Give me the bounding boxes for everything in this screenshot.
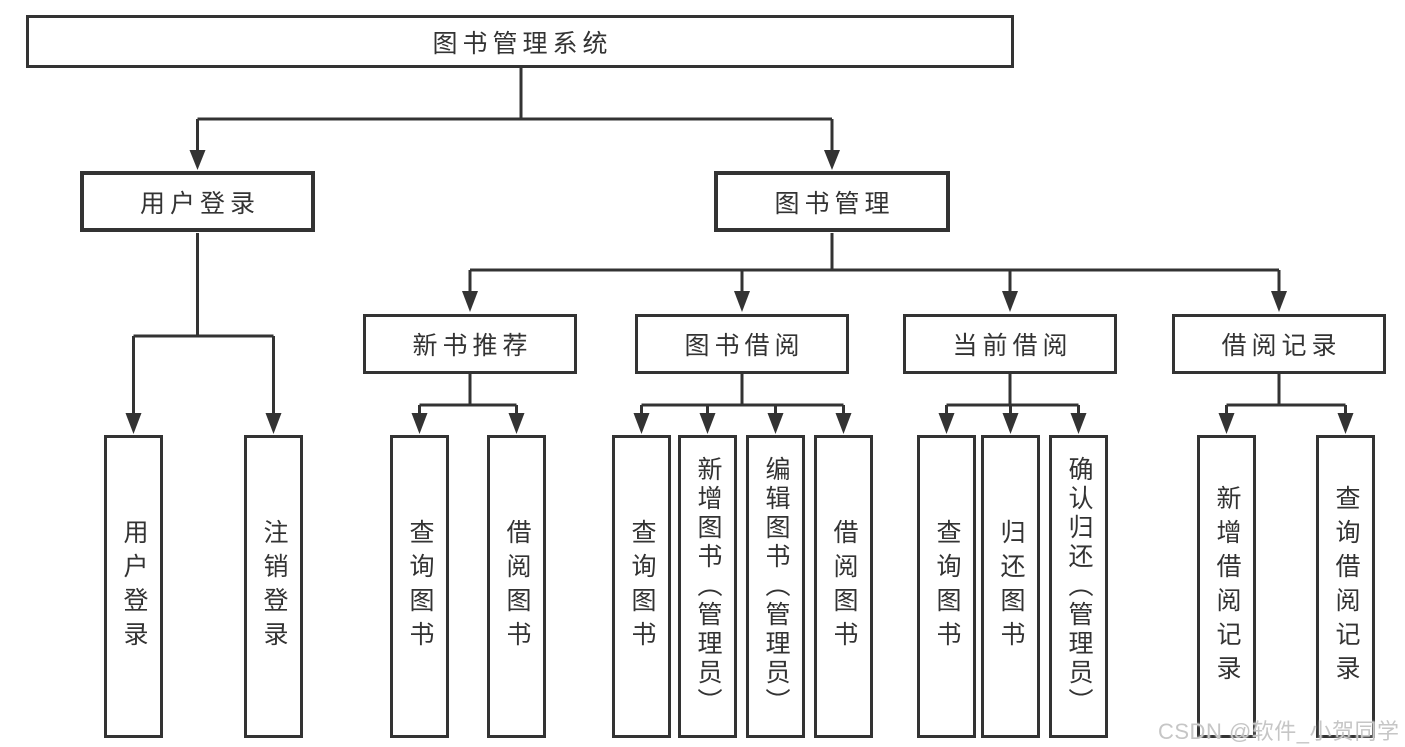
leaf-current-confirm-label: 确认归还（管理员）	[1065, 456, 1093, 717]
leaf-logout-label: 注销登录	[260, 518, 288, 655]
leaf-borrowing-add-label: 新增图书（管理员）	[694, 456, 722, 717]
leaf-borrowing-borrow-label: 借阅图书	[830, 518, 858, 655]
leaf-current-confirm: 确认归还（管理员）	[1049, 435, 1108, 738]
leaf-current-return-label: 归还图书	[997, 518, 1025, 655]
leaf-current-query: 查询图书	[917, 435, 976, 738]
leaf-logout: 注销登录	[244, 435, 303, 738]
leaf-records-query: 查询借阅记录	[1316, 435, 1375, 738]
node-current-borrowing: 当前借阅	[903, 314, 1117, 374]
leaf-newbooks-borrow: 借阅图书	[487, 435, 546, 738]
leaf-newbooks-query: 查询图书	[390, 435, 449, 738]
arrowhead-icons	[125, 150, 1354, 434]
leaf-newbooks-query-label: 查询图书	[406, 518, 434, 655]
leaf-borrowing-query-label: 查询图书	[628, 518, 656, 655]
node-borrow-records: 借阅记录	[1172, 314, 1386, 374]
leaf-current-return: 归还图书	[981, 435, 1040, 738]
csdn-watermark: CSDN @软件_小贺同学	[1158, 719, 1400, 744]
leaf-borrowing-edit-label: 编辑图书（管理员）	[762, 456, 790, 717]
node-user-login: 用户登录	[80, 171, 315, 232]
leaf-records-add-label: 新增借阅记录	[1213, 484, 1241, 689]
leaf-user-login: 用户登录	[104, 435, 163, 738]
leaf-borrowing-add: 新增图书（管理员）	[678, 435, 737, 738]
leaf-borrowing-query: 查询图书	[612, 435, 671, 738]
leaf-user-login-label: 用户登录	[120, 518, 148, 655]
leaf-records-add: 新增借阅记录	[1197, 435, 1256, 738]
leaf-current-query-label: 查询图书	[933, 518, 961, 655]
leaf-borrowing-edit: 编辑图书（管理员）	[746, 435, 805, 738]
node-system-root: 图书管理系统	[26, 15, 1014, 68]
leaf-newbooks-borrow-label: 借阅图书	[503, 518, 531, 655]
node-new-book-recommend: 新书推荐	[363, 314, 577, 374]
node-book-borrowing: 图书借阅	[635, 314, 849, 374]
leaf-records-query-label: 查询借阅记录	[1332, 484, 1360, 689]
leaf-borrowing-borrow: 借阅图书	[814, 435, 873, 738]
node-book-management: 图书管理	[714, 171, 950, 232]
